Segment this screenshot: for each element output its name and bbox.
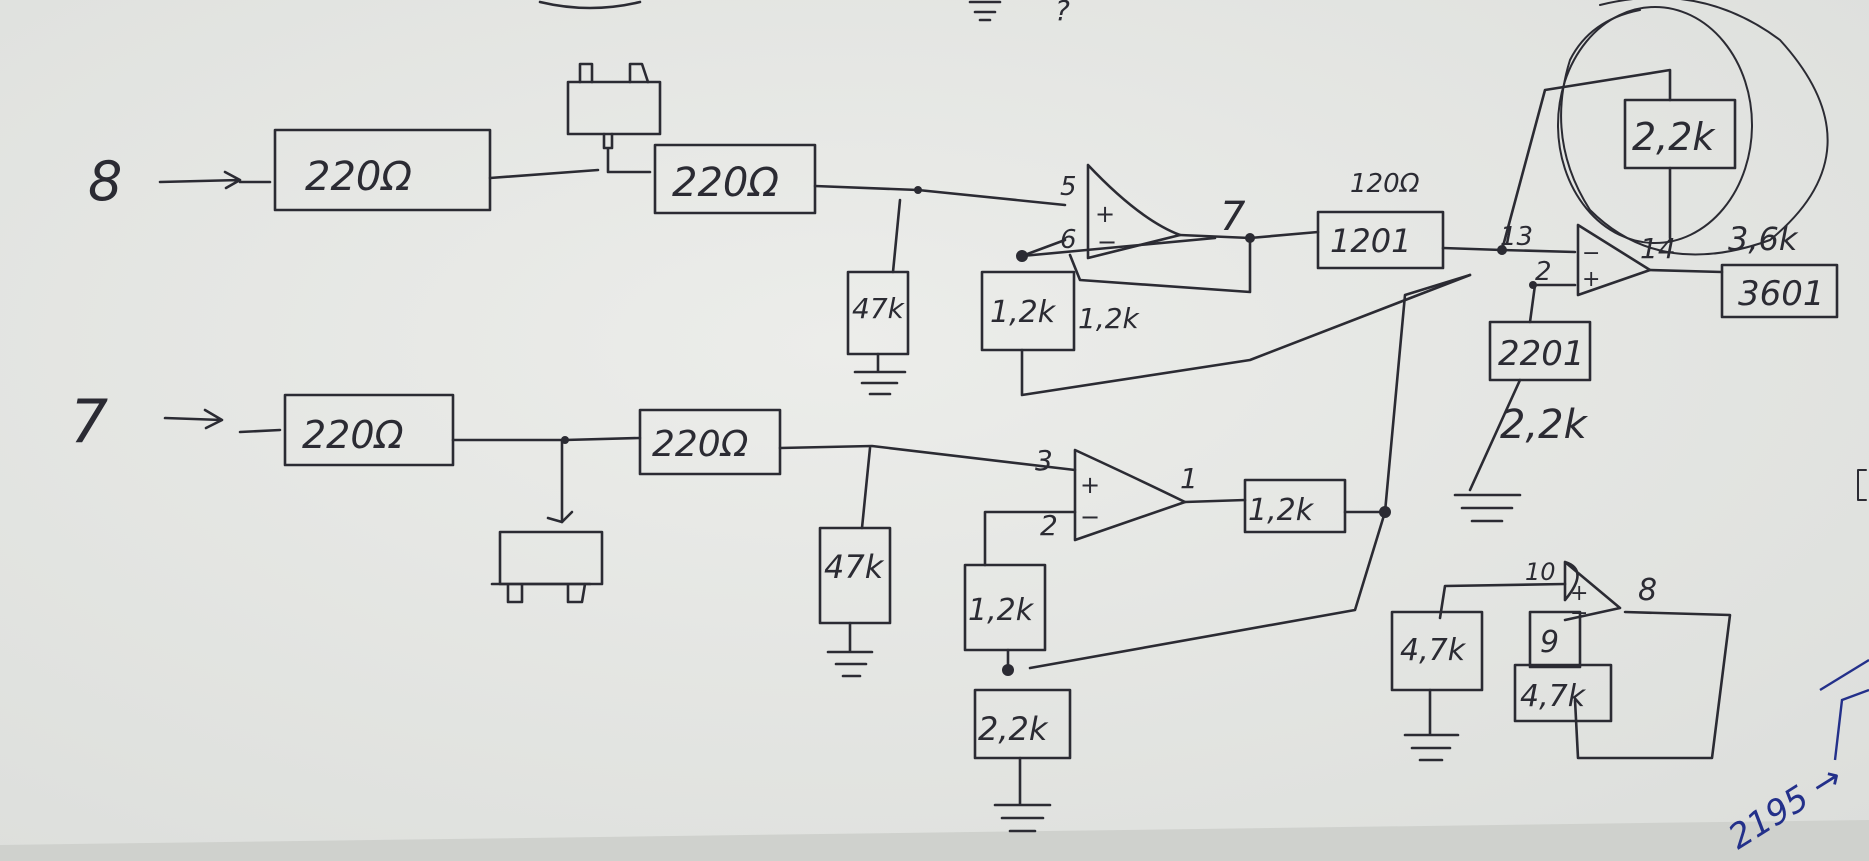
resistor-r7 (980, 270, 1076, 352)
opamp-u1: 5 6 + − 7 1,2k 1,2k 1201 120Ω (980, 163, 1504, 397)
resistor-r4 (638, 408, 782, 476)
resistor-r15 (1390, 610, 1484, 692)
svg-text:+: + (1080, 471, 1100, 499)
resistor-r10 (973, 688, 1072, 760)
pin-1: 1 (1180, 462, 1198, 495)
resistor-r12 (1623, 98, 1737, 170)
resistor-r14 (1488, 320, 1592, 382)
opamp-u3: 2,2k 13 2 − + 14 3601 3,6k 2201 2,2k (1453, 0, 1839, 523)
paper-edge (0, 820, 1869, 861)
pin-7: 7 (1220, 194, 1246, 240)
resistor-r16-label: 4,7k (1520, 679, 1587, 714)
resistor-r8-label: 1,2k (968, 593, 1035, 628)
svg-text:+: + (1570, 581, 1588, 606)
pin-3: 3 (1035, 444, 1053, 477)
resistor-r7-note: 1,2k (1078, 302, 1141, 335)
resistor-r10-label: 2,2k (978, 710, 1049, 748)
top-partial-marks: ? (538, 0, 1070, 27)
resistor-r12-label: 2,2k (1632, 115, 1716, 159)
opamp-u4: 10 + − 8 4,7k 9 4,7k (1390, 558, 1732, 762)
resistor-r9-label: 1,2k (1248, 493, 1315, 528)
pin-8: 8 (1638, 573, 1657, 608)
resistor-r13 (1720, 263, 1839, 319)
svg-text:+: + (1095, 200, 1115, 228)
resistor-r11-note: 120Ω (1350, 169, 1420, 199)
component-top-box (566, 80, 662, 136)
pin-9-box (1528, 610, 1582, 669)
resistor-r15-label: 4,7k (1400, 633, 1467, 668)
resistor-r3 (283, 393, 455, 467)
resistor-r3-label: 220Ω (302, 413, 404, 457)
resistor-r2 (653, 143, 817, 215)
pin-5: 5 (1060, 172, 1077, 202)
input-label-7: 7 (70, 387, 108, 457)
resistor-r16 (1513, 663, 1613, 723)
highlight-circle-inner (1557, 6, 1753, 244)
resistor-r9 (1243, 478, 1347, 534)
pin-6: 6 (1060, 225, 1077, 255)
pin-2a: 2 (1040, 509, 1058, 542)
opamp-u2: 3 2 + − 1 1,2k 1,2k 2,2k (963, 273, 1472, 833)
resistor-r14-label: 2201 (1498, 334, 1585, 374)
resistor-r6 (818, 526, 892, 625)
resistor-r7-label: 1,2k (990, 295, 1057, 330)
pin-2b: 2 (1535, 257, 1552, 287)
pin-13: 13 (1500, 222, 1533, 252)
resistor-r1-label: 220Ω (305, 154, 412, 200)
resistor-r4-label: 220Ω (652, 424, 749, 465)
edge-mark (1857, 469, 1867, 501)
resistor-r8 (963, 563, 1047, 652)
resistor-r13-note: 3,6k (1728, 220, 1799, 258)
svg-text:−: − (1080, 503, 1100, 531)
svg-text:+: + (1582, 267, 1600, 292)
input-label-8: 8 (88, 150, 122, 213)
resistor-r11 (1316, 210, 1445, 270)
pin-9: 9 (1540, 625, 1559, 660)
pin-14: 14 (1640, 232, 1676, 265)
lower-input-chain: 7 220Ω 220Ω 47k (70, 387, 1077, 678)
resistor-r11-label: 1201 (1330, 222, 1411, 260)
resistor-r2-label: 220Ω (672, 160, 779, 206)
question-mark: ? (1055, 0, 1070, 27)
resistor-r14-note: 2,2k (1500, 402, 1589, 448)
resistor-r5-label: 47k (852, 292, 906, 325)
resistor-r13-label: 3601 (1738, 274, 1825, 314)
resistor-r6-label: 47k (824, 548, 885, 586)
svg-text:−: − (1582, 241, 1600, 266)
upper-input-chain: 8 220Ω 220Ω 47k (88, 62, 1067, 396)
resistor-r1 (273, 128, 492, 212)
svg-text:−: − (1097, 228, 1117, 256)
pin-10: 10 (1525, 558, 1556, 586)
